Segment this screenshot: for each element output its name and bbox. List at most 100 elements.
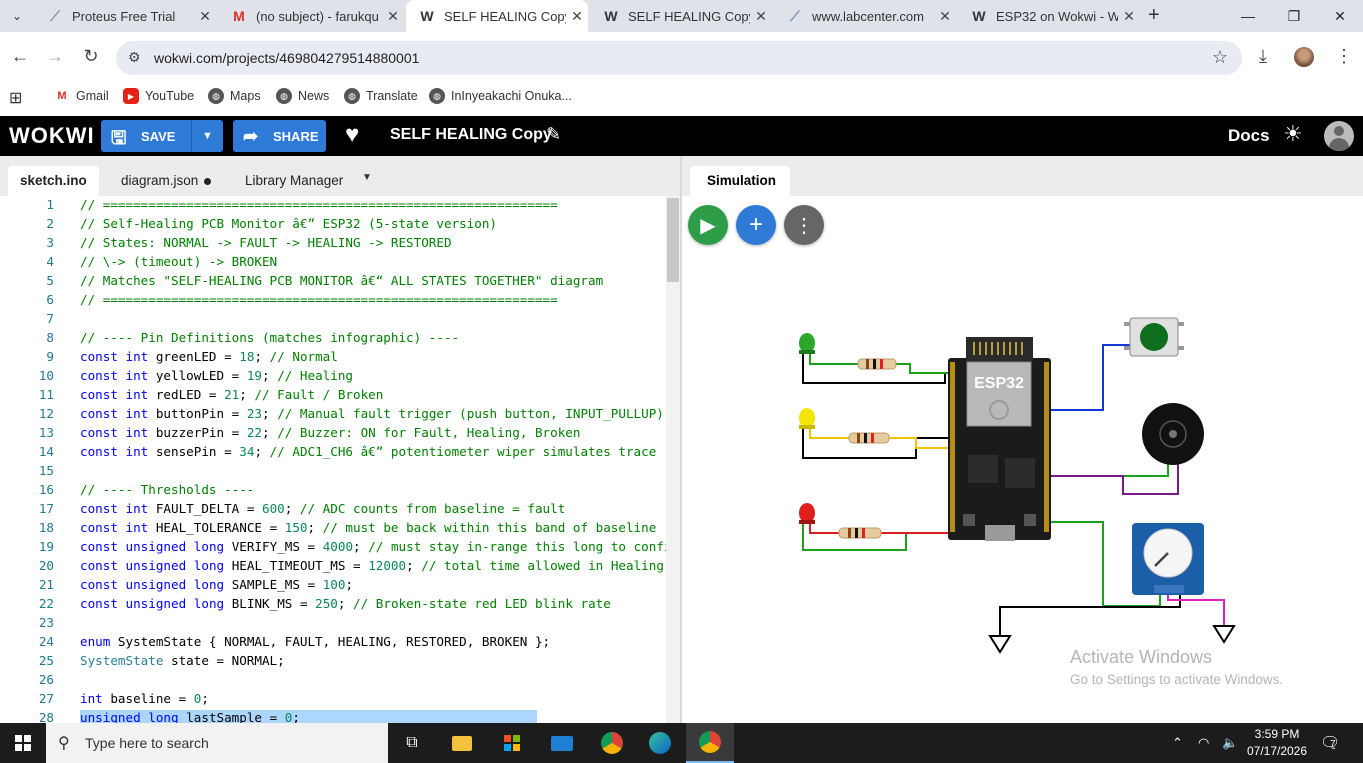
code-line[interactable]: 5// Matches "SELF-HEALING PCB MONITOR â€… bbox=[0, 273, 680, 292]
close-icon[interactable]: ✕ bbox=[755, 7, 767, 24]
mail-icon[interactable] bbox=[538, 723, 586, 763]
code-line[interactable]: 3// States: NORMAL -> FAULT -> HEALING -… bbox=[0, 235, 680, 254]
new-tab-icon[interactable]: + bbox=[1148, 4, 1160, 26]
pencil-icon[interactable]: ✎ bbox=[546, 124, 562, 144]
start-simulation-button[interactable]: ▶ bbox=[688, 205, 728, 245]
close-icon[interactable]: ✕ bbox=[199, 7, 211, 24]
editor-menu-caret-icon[interactable]: ▼ bbox=[362, 172, 372, 183]
code-line[interactable]: 7 bbox=[0, 311, 680, 330]
taskbar-search-box[interactable]: ⚲ Type here to search bbox=[46, 723, 388, 763]
tab-search-icon[interactable]: ⌄ bbox=[11, 9, 23, 23]
bookmark-star-icon[interactable]: ☆ bbox=[1211, 47, 1228, 67]
browser-tab-6[interactable]: W ESP32 on Wokwi - W ✕ bbox=[958, 0, 1140, 32]
edge-icon[interactable] bbox=[636, 723, 684, 763]
code-line[interactable]: 2// Self-Healing PCB Monitor â€” ESP32 (… bbox=[0, 216, 680, 235]
share-button[interactable]: ➦ SHARE bbox=[233, 120, 326, 152]
editor-scroll-thumb[interactable] bbox=[667, 198, 679, 282]
omnibox[interactable]: ⚙ wokwi.com/projects/469804279514880001 … bbox=[116, 41, 1242, 75]
code-line[interactable]: 1// ====================================… bbox=[0, 197, 680, 216]
url-text[interactable]: wokwi.com/projects/469804279514880001 bbox=[154, 50, 420, 66]
minimize-icon[interactable]: — bbox=[1241, 8, 1255, 24]
close-icon[interactable]: ✕ bbox=[939, 7, 951, 24]
bookmark-youtube[interactable]: ▶YouTube bbox=[123, 88, 194, 104]
start-button[interactable] bbox=[0, 723, 46, 763]
code-line[interactable]: 8// ---- Pin Definitions (matches infogr… bbox=[0, 330, 680, 349]
bookmark-translate[interactable]: ◍Translate bbox=[344, 88, 418, 104]
notification-center-icon[interactable]: 🗨7 bbox=[1320, 735, 1341, 752]
back-icon[interactable]: ← bbox=[11, 46, 29, 66]
close-icon[interactable]: ✕ bbox=[1123, 7, 1135, 24]
tab-sketch-ino[interactable]: sketch.ino bbox=[8, 166, 99, 196]
code-line[interactable]: 4// \-> (timeout) -> BROKEN bbox=[0, 254, 680, 273]
close-icon[interactable]: ✕ bbox=[387, 7, 399, 24]
wokwi-logo[interactable]: WOKWI bbox=[9, 123, 95, 148]
browser-tab-2[interactable]: M (no subject) - farukqu ✕ bbox=[218, 0, 404, 32]
address-bar-row: ← → ↻ ⚙ wokwi.com/projects/4698042795148… bbox=[0, 32, 1363, 82]
tab-simulation[interactable]: Simulation bbox=[690, 166, 790, 196]
tab-library-manager[interactable]: Library Manager bbox=[233, 166, 355, 196]
close-icon[interactable]: ✕ bbox=[571, 7, 583, 24]
browser-tab-4[interactable]: W SELF HEALING Copy - ✕ bbox=[590, 0, 772, 32]
bookmark-maps[interactable]: ◍Maps bbox=[208, 88, 261, 104]
task-view-icon[interactable]: ⧉ bbox=[406, 734, 418, 751]
system-clock[interactable]: 3:59 PM 07/17/2026 bbox=[1244, 726, 1310, 760]
circuit-diagram[interactable]: ESP32 bbox=[682, 196, 1363, 723]
network-icon[interactable]: ◠ bbox=[1198, 735, 1210, 750]
add-part-button[interactable]: + bbox=[736, 205, 776, 245]
browser-tab-1[interactable]: ⟋ Proteus Free Trial ✕ bbox=[34, 0, 216, 32]
bookmark-profile[interactable]: ◍InInyeakachi Onuka... bbox=[429, 88, 572, 104]
user-avatar[interactable] bbox=[1324, 121, 1354, 151]
save-button[interactable]: 🖫 SAVE ▼ bbox=[101, 120, 223, 152]
forward-icon[interactable]: → bbox=[46, 46, 64, 66]
project-title[interactable]: SELF HEALING Copy bbox=[390, 126, 552, 143]
code-line[interactable]: 15 bbox=[0, 463, 680, 482]
chevron-down-icon[interactable]: ▼ bbox=[191, 120, 223, 152]
tray-chevron-up-icon[interactable]: ⌃ bbox=[1172, 735, 1183, 750]
pane-divider[interactable] bbox=[680, 156, 682, 723]
code-line[interactable]: 6// ====================================… bbox=[0, 292, 680, 311]
reload-icon[interactable]: ↻ bbox=[83, 46, 99, 66]
more-options-button[interactable]: ⋮ bbox=[784, 205, 824, 245]
code-line[interactable]: 23 bbox=[0, 615, 680, 634]
editor-scrollbar[interactable] bbox=[666, 196, 680, 723]
chrome-icon[interactable] bbox=[588, 723, 636, 763]
docs-link[interactable]: Docs bbox=[1228, 126, 1270, 145]
browser-tab-3-active[interactable]: W SELF HEALING Copy - ✕ bbox=[406, 0, 588, 32]
theme-sun-icon[interactable]: ☀ bbox=[1283, 121, 1303, 146]
window-close-icon[interactable]: ✕ bbox=[1334, 7, 1346, 24]
download-icon[interactable]: ⤓ bbox=[1259, 46, 1267, 66]
tab-diagram-json[interactable]: diagram.json bbox=[109, 166, 223, 196]
volume-icon[interactable]: 🔈 bbox=[1222, 735, 1239, 750]
site-info-icon[interactable]: ⚙ bbox=[128, 49, 141, 65]
bookmark-news[interactable]: ◍News bbox=[276, 88, 329, 104]
code-line[interactable]: 26 bbox=[0, 672, 680, 691]
restore-icon[interactable]: ❐ bbox=[1287, 7, 1301, 24]
file-explorer-icon[interactable] bbox=[438, 723, 486, 763]
code-line[interactable]: 16// ---- Thresholds ---- bbox=[0, 482, 680, 501]
code-editor[interactable]: 1// ====================================… bbox=[0, 196, 680, 723]
heart-icon[interactable]: ♥ bbox=[345, 121, 360, 148]
profile-avatar[interactable] bbox=[1294, 47, 1314, 67]
chrome-active-icon[interactable] bbox=[686, 723, 734, 763]
apps-grid-icon[interactable]: ⊞ bbox=[9, 90, 23, 107]
microsoft-store-icon[interactable] bbox=[488, 723, 536, 763]
browser-tab-5[interactable]: ⟋ www.labcenter.com ✕ bbox=[774, 0, 956, 32]
kebab-menu-icon[interactable]: ⋮ bbox=[1335, 46, 1353, 66]
